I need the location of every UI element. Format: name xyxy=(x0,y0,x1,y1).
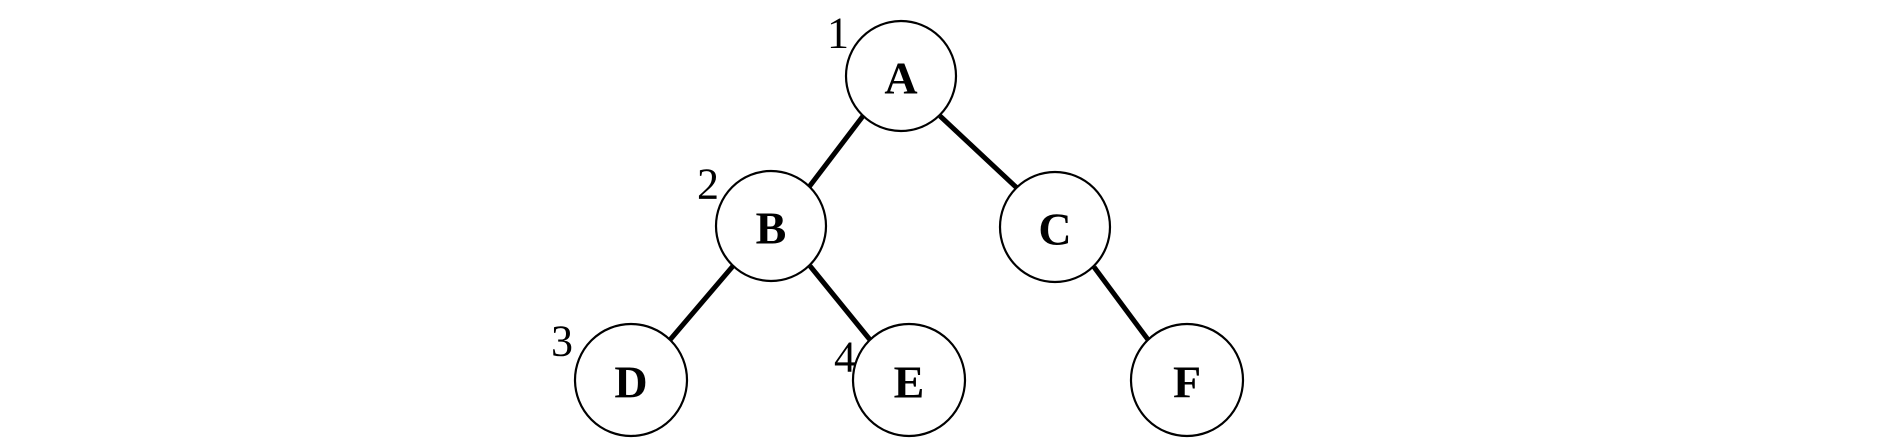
edge-a-c xyxy=(938,114,1019,190)
edge-b-d xyxy=(667,264,735,343)
edge-c-f xyxy=(1091,265,1152,343)
edges-group xyxy=(667,114,1152,343)
edge-a-b xyxy=(807,114,865,189)
node-label-d: D xyxy=(614,357,647,408)
node-circle-e[interactable] xyxy=(851,322,967,438)
node-f[interactable]: F xyxy=(1129,322,1245,438)
node-label-f: F xyxy=(1173,357,1201,408)
node-index-e: 4 xyxy=(834,333,856,382)
node-label-e: E xyxy=(894,357,925,408)
node-circle-c[interactable] xyxy=(998,170,1112,284)
node-e[interactable]: E xyxy=(851,322,967,438)
node-d[interactable]: D xyxy=(573,322,689,438)
edge-b-e xyxy=(808,264,873,343)
node-label-b: B xyxy=(756,203,787,254)
node-c[interactable]: C xyxy=(998,170,1112,284)
node-b[interactable]: B xyxy=(714,169,828,283)
node-a[interactable]: A xyxy=(844,19,958,133)
node-circle-d[interactable] xyxy=(573,322,689,438)
node-circle-f[interactable] xyxy=(1129,322,1245,438)
node-circle-b[interactable] xyxy=(714,169,828,283)
node-index-b: 2 xyxy=(697,160,719,209)
node-label-a: A xyxy=(884,53,917,104)
node-circle-a[interactable] xyxy=(844,19,958,133)
node-indices-group: 1 2 3 4 xyxy=(551,9,856,382)
node-index-d: 3 xyxy=(551,317,573,366)
nodes-group: A B C D E F xyxy=(573,19,1245,438)
node-label-c: C xyxy=(1038,204,1071,255)
node-index-a: 1 xyxy=(827,9,849,58)
